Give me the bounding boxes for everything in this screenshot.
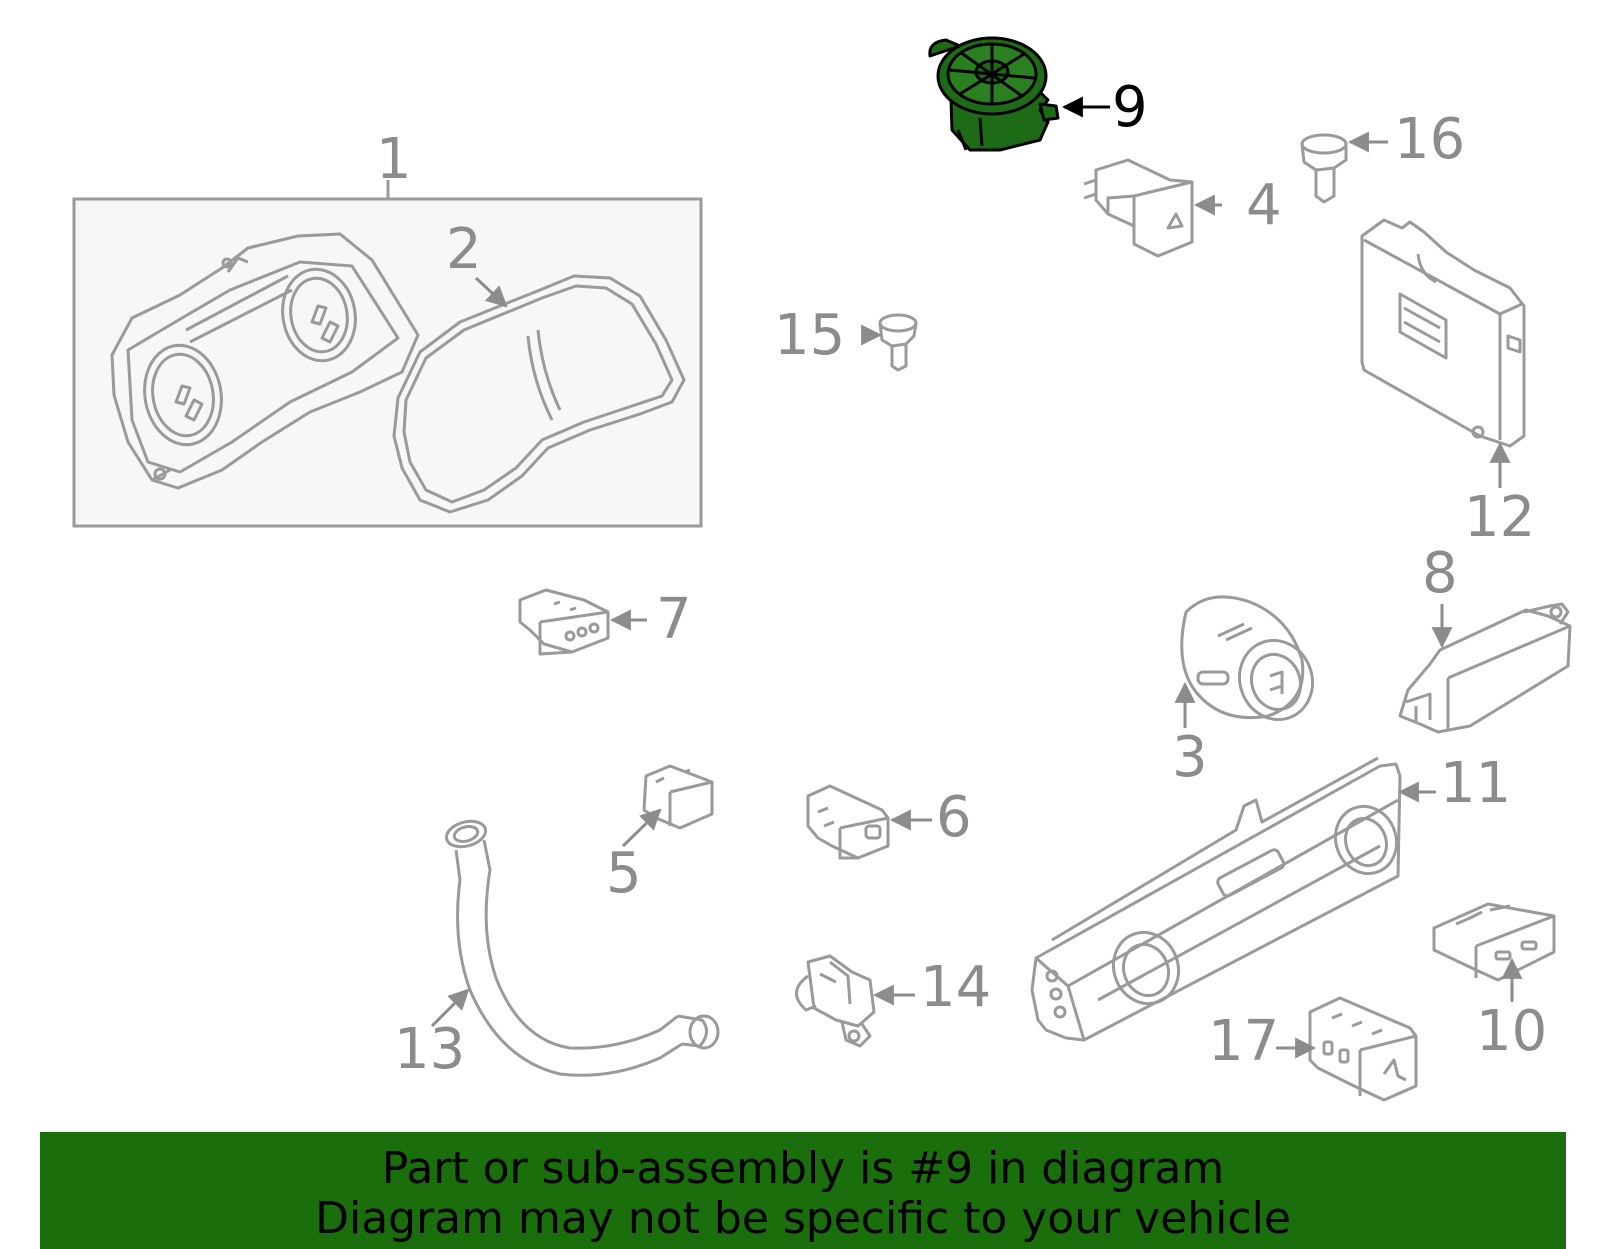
part-7-switch[interactable] <box>518 588 610 656</box>
part-9-speaker-highlighted[interactable] <box>928 36 1060 152</box>
callout-15[interactable]: 15 <box>774 303 846 368</box>
callout-8[interactable]: 8 <box>1422 541 1458 606</box>
callout-13[interactable]: 13 <box>394 1017 466 1082</box>
callout-5[interactable]: 5 <box>606 841 642 906</box>
callout-2[interactable]: 2 <box>446 217 482 282</box>
callout-16[interactable]: 16 <box>1394 107 1466 172</box>
part-13-hose[interactable] <box>444 817 720 1077</box>
banner-line-disclaimer: Diagram may not be specific to your vehi… <box>315 1193 1291 1244</box>
part-12-control-module[interactable] <box>1360 218 1526 448</box>
callout-11[interactable]: 11 <box>1440 751 1512 816</box>
instrument-cluster-housing <box>110 232 420 490</box>
callout-7[interactable]: 7 <box>656 587 692 652</box>
part-3-knob-switch[interactable] <box>1180 595 1324 730</box>
callout-17[interactable]: 17 <box>1208 1009 1280 1074</box>
callout-9[interactable]: 9 <box>1112 75 1148 140</box>
callout-4[interactable]: 4 <box>1246 173 1282 238</box>
leader-lines <box>430 131 1523 1059</box>
banner-line-part-number: Part or sub-assembly is #9 in diagram <box>381 1143 1225 1194</box>
callout-1[interactable]: 1 <box>376 127 412 192</box>
part-17-switch[interactable] <box>1308 996 1418 1102</box>
callout-10[interactable]: 10 <box>1476 999 1548 1064</box>
part-2-cluster-lens[interactable] <box>392 274 686 514</box>
part-4-hazard-switch[interactable] <box>1083 158 1194 258</box>
part-1-instrument-cluster-box[interactable] <box>72 180 703 528</box>
part-14-sensor[interactable] <box>795 954 876 1048</box>
callout-14[interactable]: 14 <box>920 955 992 1020</box>
callout-12[interactable]: 12 <box>1464 485 1536 550</box>
info-banner: Part or sub-assembly is #9 in diagram Di… <box>40 1132 1566 1249</box>
part-6-switch[interactable] <box>806 784 890 860</box>
part-11-climate-control-panel[interactable] <box>1030 756 1406 1042</box>
part-8-sensor[interactable] <box>1398 602 1572 734</box>
part-5-switch[interactable] <box>642 764 714 830</box>
part-15-clip[interactable] <box>878 313 918 372</box>
callout-6[interactable]: 6 <box>936 785 972 850</box>
part-16-clip[interactable] <box>1300 133 1348 204</box>
part-10-switch[interactable] <box>1432 902 1556 982</box>
callout-3[interactable]: 3 <box>1172 725 1208 790</box>
